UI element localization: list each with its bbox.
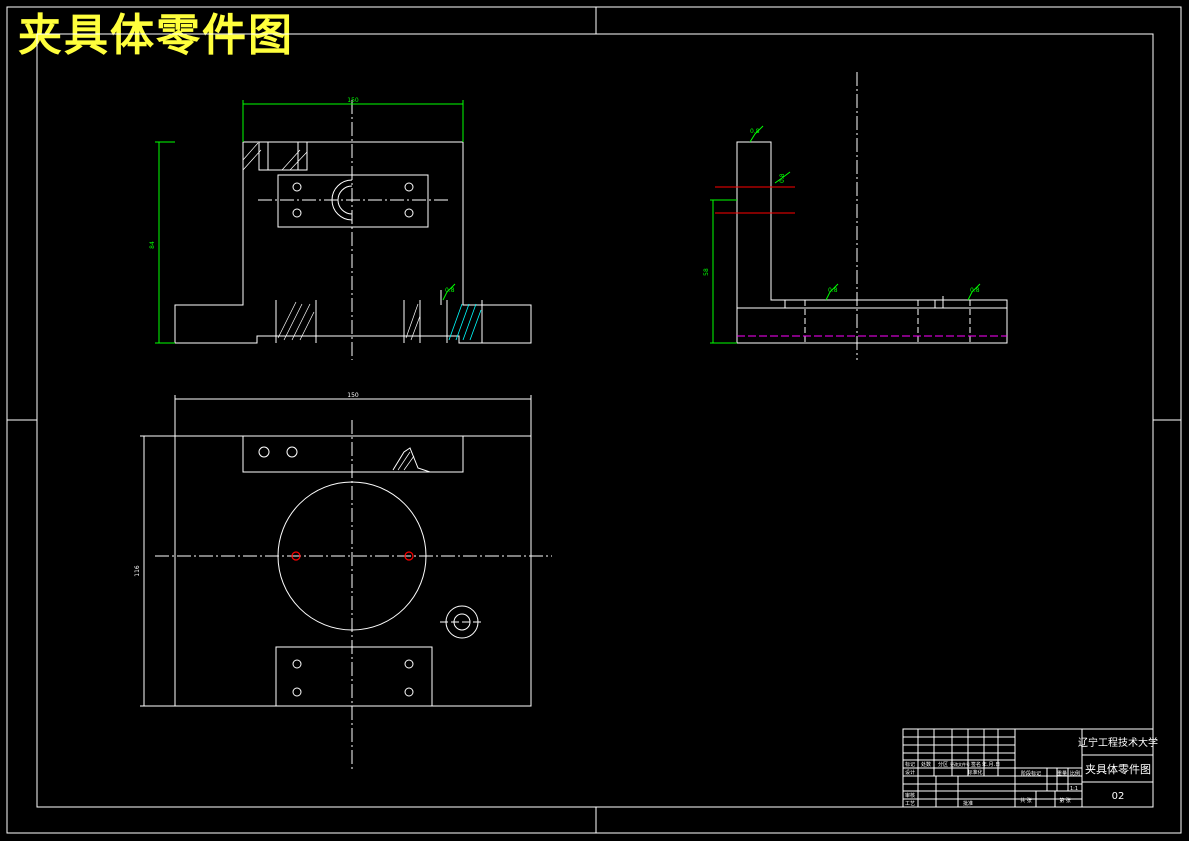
tb-label-sheets: 共 张 [1020,797,1032,804]
slot-hole-group [292,182,414,218]
front-section-hatch [242,142,421,341]
tb-label-craft: 工艺 [905,801,915,807]
front-view-dimensions [155,100,464,344]
tb-label-design: 设计 [905,769,915,776]
sheet-frame [6,6,1182,834]
tb-label-mark: 标记 [905,761,915,768]
side-view-bore-marks [715,186,795,214]
tb-label-standardize: 标准化 [967,769,982,776]
drawing-banner-title: 夹具体零件图 [18,10,294,61]
surface-finish-side-base-left: 0.8 [828,287,838,294]
surface-finish-side-top: 0.8 [750,128,760,135]
top-view-pin-holes [291,551,414,561]
surface-finish-side-bore: 0.8 [779,173,786,183]
top-width-dim-label: 150 [347,392,359,399]
front-height-dim-label: 84 [149,241,156,249]
title-block-part-name: 夹具体零件图 [1085,762,1151,776]
surface-finish-side-base-right: 0.8 [970,287,980,294]
top-view-dimensions [140,395,532,707]
title-block-text: 辽宁工程技术大学 夹具体零件图 02 1:1 标记 处数 分区 更改文件号 签名… [905,736,1158,807]
tb-label-weight: 重量 [1057,770,1067,777]
side-height-dim-label: 58 [703,268,710,276]
tb-label-date: 年.月.日 [982,761,1000,768]
tb-label-review: 审核 [905,792,915,799]
title-block [902,728,1154,808]
top-view [155,420,552,772]
front-counterbore-hatch [448,303,482,341]
surface-finish-front: 0.8 [445,287,455,294]
tb-label-change-doc: 更改文件号 [950,761,970,767]
side-view-dimensions [710,125,981,344]
front-width-dim-label: 150 [347,97,359,104]
front-view [174,100,532,360]
title-block-scale: 1:1 [1070,786,1078,792]
tb-label-zone: 分区 [938,761,948,768]
title-block-drawing-no: 02 [1112,791,1125,802]
side-view [736,72,1008,360]
tb-label-ratio: 比例 [1070,770,1080,777]
title-block-university: 辽宁工程技术大学 [1078,736,1158,749]
tb-label-approve: 批准 [963,800,973,807]
tb-label-stage-mark: 阶段标记 [1021,770,1041,777]
tb-label-process: 处数 [921,761,931,768]
surface-finish-symbol [442,283,456,301]
top-height-dim-label: 116 [134,565,141,577]
tb-label-signature: 签名 [971,761,981,768]
tb-label-sheet-no: 第 张 [1059,797,1071,804]
